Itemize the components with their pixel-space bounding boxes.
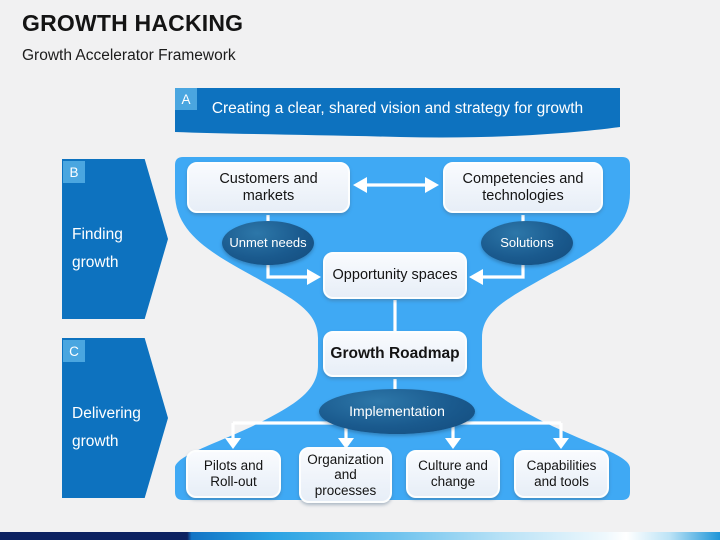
culture-change-box: Culture and change	[406, 450, 500, 498]
arrowheads	[225, 177, 569, 449]
banner-shape	[175, 88, 620, 138]
page-title: GROWTH HACKING	[22, 10, 244, 36]
footer-gradient-bar	[0, 532, 720, 540]
implementation-ellipse: Implementation	[319, 389, 475, 434]
section-delivering-growth: C Delivering growth	[62, 338, 168, 498]
section-label-delivering-growth: Delivering growth	[72, 405, 141, 450]
customers-markets-box: Customers and markets	[187, 162, 350, 213]
unmet-needs-ellipse: Unmet needs	[222, 221, 314, 265]
opportunity-spaces-box: Opportunity spaces	[323, 252, 467, 299]
capabilities-tools-box: Capabilities and tools	[514, 450, 609, 498]
section-label-finding-growth: Finding growth	[72, 226, 123, 271]
banner-tag-a: A	[175, 88, 197, 110]
growth-roadmap-box: Growth Roadmap	[323, 331, 467, 377]
section-finding-growth: B Finding growth	[62, 159, 168, 319]
solutions-ellipse: Solutions	[481, 221, 573, 265]
organization-processes-box: Organization and processes	[299, 447, 392, 503]
section-tag-b: B	[63, 161, 85, 183]
page-subtitle: Growth Accelerator Framework	[22, 47, 236, 64]
banner-text: Creating a clear, shared vision and stra…	[211, 100, 584, 117]
competencies-technologies-box: Competencies and technologies	[443, 162, 603, 213]
section-tag-c: C	[63, 340, 85, 362]
pilots-rollout-box: Pilots and Roll-out	[186, 450, 281, 498]
